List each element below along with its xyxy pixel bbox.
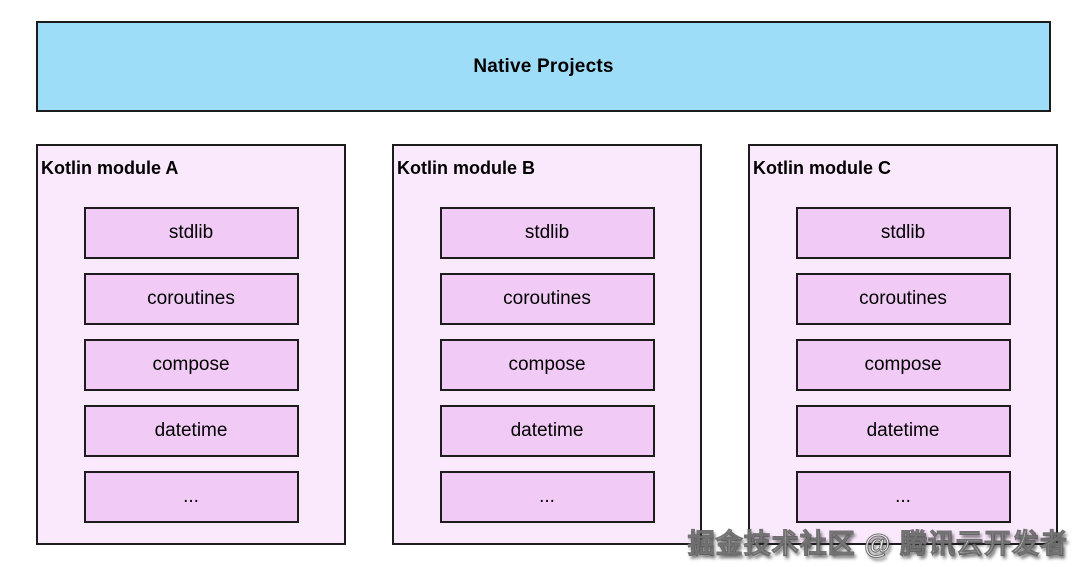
module-title: Kotlin module C: [753, 158, 891, 178]
module-item-box: coroutines: [439, 273, 655, 325]
module-item-box: stdlib: [439, 207, 655, 259]
module-item-box: ...: [795, 471, 1011, 523]
module-item-box: coroutines: [83, 273, 299, 325]
module-item-box: stdlib: [795, 207, 1011, 259]
module-item-box: datetime: [795, 405, 1011, 457]
native-projects-banner: Native Projects: [36, 21, 1051, 112]
module-item-box: coroutines: [795, 273, 1011, 325]
module-title: Kotlin module B: [397, 158, 535, 178]
module-item-box: compose: [83, 339, 299, 391]
modules-row: Kotlin module A stdlib coroutines compose d…: [36, 144, 1058, 545]
module-item-box: datetime: [439, 405, 655, 457]
module-item-box: ...: [439, 471, 655, 523]
module-item-box: stdlib: [83, 207, 299, 259]
kotlin-module-card: Kotlin module B stdlib coroutines compose d…: [392, 144, 702, 545]
kotlin-module-card: Kotlin module A stdlib coroutines compose d…: [36, 144, 346, 545]
module-item-box: datetime: [83, 405, 299, 457]
module-item-box: compose: [439, 339, 655, 391]
module-item-box: ...: [83, 471, 299, 523]
module-title: Kotlin module A: [41, 158, 179, 178]
module-item-box: compose: [795, 339, 1011, 391]
module-items: stdlib coroutines compose datetime...: [394, 207, 700, 523]
module-items: stdlib coroutines compose datetime...: [38, 207, 344, 523]
banner-title: Native Projects: [473, 55, 614, 77]
kotlin-module-card: Kotlin module C stdlib coroutines compose d…: [748, 144, 1058, 545]
module-items: stdlib coroutines compose datetime...: [750, 207, 1056, 523]
